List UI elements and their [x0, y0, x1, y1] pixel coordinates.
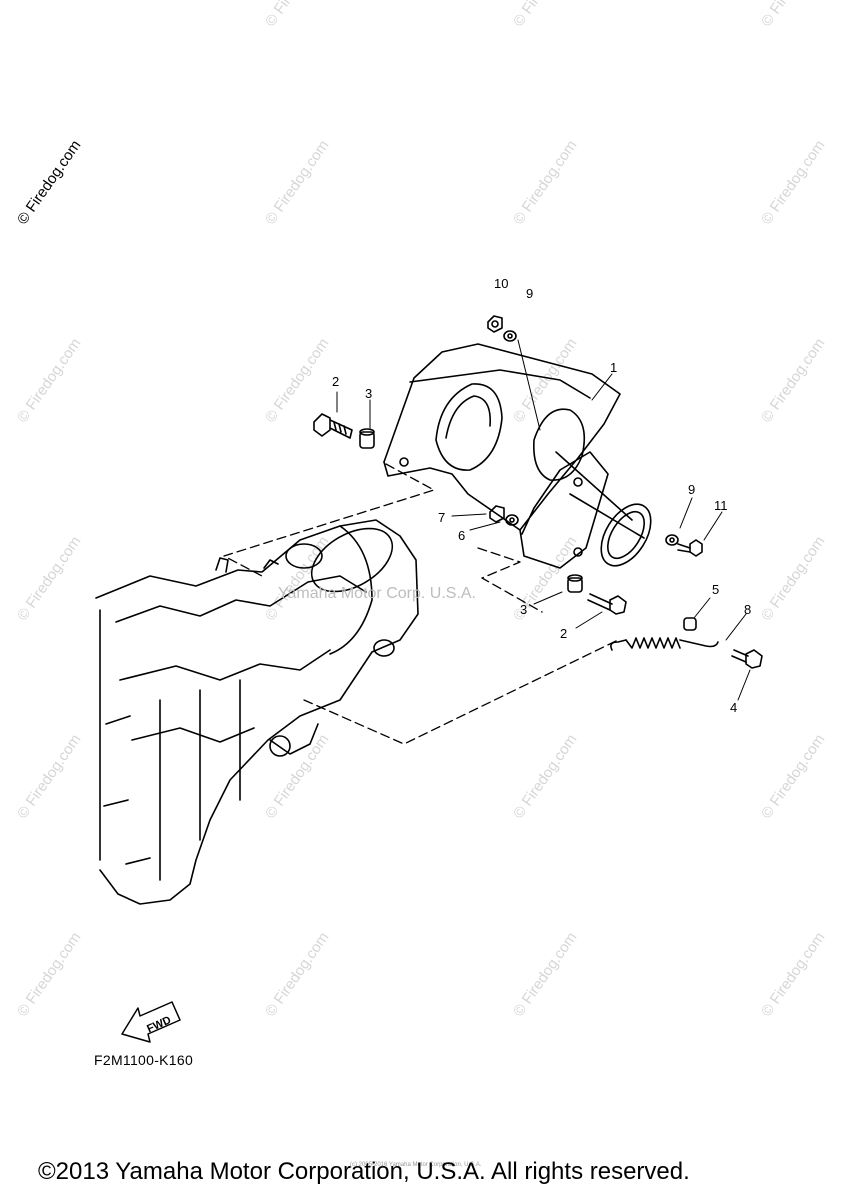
- callout-2-upper: 2: [332, 374, 339, 389]
- callout-2-lower: 2: [560, 626, 567, 641]
- collar-3-upper: [359, 428, 375, 449]
- collar-3-lower: [567, 574, 583, 593]
- engine-case: [95, 519, 419, 905]
- watermark-yamaha: Yamaha Motor Corp. U.S.A.: [278, 585, 476, 602]
- manifold-housing: [383, 343, 652, 569]
- washer-9-upper: [503, 330, 517, 342]
- callout-11: 11: [714, 498, 728, 513]
- callout-3-upper: 3: [365, 386, 372, 401]
- assembly-outline: [223, 463, 619, 745]
- diagram-code: F2M1100-K160: [94, 1052, 194, 1068]
- copyright-notice: ©2013 Yamaha Motor Corporation, U.S.A. A…: [38, 1158, 690, 1185]
- callout-6: 6: [458, 528, 465, 543]
- nut-7: [489, 505, 505, 523]
- fwd-arrow-icon: FWD: [121, 1001, 181, 1043]
- callout-1: 1: [610, 360, 617, 375]
- callout-10: 10: [494, 276, 508, 291]
- bolt-2-lower: [587, 593, 627, 615]
- bolt-11: [677, 539, 703, 557]
- tiny-copyright: (c) 2005-2016 Yamaha Motor Corporation, …: [350, 1162, 482, 1168]
- leader-lines: [336, 339, 751, 701]
- bolt-4: [731, 649, 763, 669]
- washer-6: [505, 514, 519, 526]
- callout-numbers: 10 9 1 2 3 9 11 7 6 5 3 8 2 4: [332, 276, 751, 715]
- nut-10: [487, 315, 503, 333]
- callout-9-lower: 9: [688, 482, 695, 497]
- callout-4: 4: [730, 700, 737, 715]
- callout-8: 8: [744, 602, 751, 617]
- callout-3-lower: 3: [520, 602, 527, 617]
- callout-7: 7: [438, 510, 445, 525]
- bolt-2-upper: [313, 413, 353, 439]
- callout-5: 5: [712, 582, 719, 597]
- washer-9-lower: [665, 534, 679, 546]
- grommet-5: [683, 617, 697, 631]
- spring-8: [610, 637, 719, 651]
- callout-9-upper: 9: [526, 286, 533, 301]
